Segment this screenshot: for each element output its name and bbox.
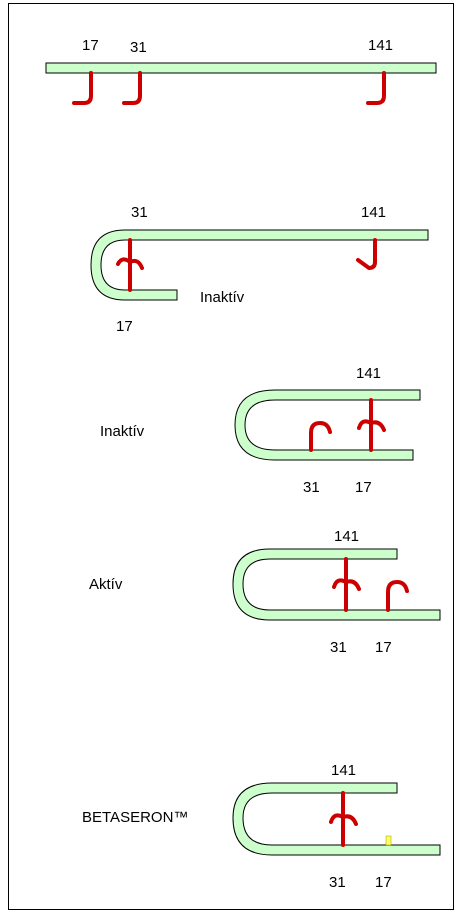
- panel-linear-chain: 17 31 141: [45, 37, 437, 105]
- residue-label-141: 141: [331, 762, 356, 779]
- residue-label-141: 141: [356, 365, 381, 382]
- cysteine-31-hook: [309, 421, 332, 452]
- folded-strand: [232, 782, 441, 856]
- panel-fold-17-31: 31 141 17 Inaktív: [90, 204, 429, 335]
- cysteine-17-hook: [72, 71, 93, 105]
- state-label-inactive: Inaktív: [100, 423, 145, 440]
- residue-label-31: 31: [131, 204, 148, 221]
- folded-strand: [234, 389, 421, 461]
- disulfide-bond-17-31: [116, 238, 144, 292]
- state-label-inactive: Inaktív: [200, 289, 245, 306]
- residue-label-31: 31: [329, 874, 346, 891]
- residue-label-17: 17: [82, 37, 99, 54]
- disulfide-bond-31-141: [332, 557, 361, 612]
- folded-strand: [90, 229, 429, 301]
- disulfide-bond-17-141: [357, 398, 386, 452]
- serine-17-marker: [385, 835, 392, 846]
- cysteine-141-hook: [356, 238, 377, 270]
- panel-fold-31-141: Aktív 141 31 17: [89, 528, 441, 656]
- residue-label-17: 17: [355, 479, 372, 496]
- residue-label-141: 141: [361, 204, 386, 221]
- residue-label-141: 141: [334, 528, 359, 545]
- state-label-betaseron: BETASERON™: [82, 809, 188, 826]
- disulfide-bond-31-141: [329, 791, 358, 847]
- residue-label-17: 17: [116, 318, 133, 335]
- residue-label-31: 31: [330, 639, 347, 656]
- cysteine-17-hook: [386, 580, 409, 612]
- cysteine-31-hook: [122, 71, 142, 105]
- cysteine-141-hook: [366, 71, 386, 105]
- folded-strand: [232, 548, 441, 621]
- residue-label-141: 141: [368, 37, 393, 54]
- panel-fold-17-141: Inaktív 141 31 17: [100, 365, 421, 496]
- linear-strand: [45, 62, 437, 74]
- panel-betaseron: BETASERON™ 141 31 17: [82, 762, 441, 891]
- residue-label-31: 31: [130, 39, 147, 56]
- residue-label-17: 17: [375, 874, 392, 891]
- residue-label-31: 31: [303, 479, 320, 496]
- residue-label-17: 17: [375, 639, 392, 656]
- state-label-active: Aktív: [89, 576, 123, 593]
